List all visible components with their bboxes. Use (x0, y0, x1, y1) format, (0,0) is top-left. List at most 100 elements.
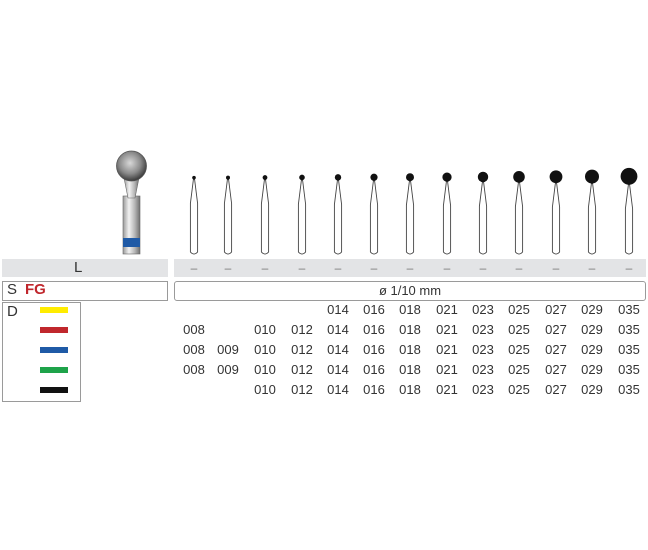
diameter-cell: 016 (363, 382, 385, 397)
grit-swatch-yellow (40, 307, 68, 313)
diameter-cell: 021 (436, 382, 458, 397)
diameter-cell: 012 (291, 382, 313, 397)
diameter-cell: 021 (436, 342, 458, 357)
length-value-014: – (334, 261, 342, 275)
diameter-cell: 018 (399, 322, 421, 337)
diameter-cell: 016 (363, 362, 385, 377)
diameter-cell: 008 (183, 362, 205, 377)
length-value-021: – (443, 261, 451, 275)
diameter-cell: 012 (291, 322, 313, 337)
diameter-unit-label: ø 1/10 mm (378, 283, 442, 298)
length-value-018: – (406, 261, 414, 275)
diameter-cell: 029 (581, 322, 603, 337)
bur-silhouette-029 (585, 169, 599, 255)
diameter-cell: 008 (183, 342, 205, 357)
diameter-cell: 023 (472, 382, 494, 397)
diameter-cell: 010 (254, 382, 276, 397)
diameter-cell: 023 (472, 342, 494, 357)
bur-silhouette-008 (189, 175, 199, 255)
diameter-cell: 023 (472, 362, 494, 377)
diameter-cell: 014 (327, 382, 349, 397)
diameter-cell: 014 (327, 342, 349, 357)
diameter-cell: 021 (436, 302, 458, 317)
diameter-cell: 014 (327, 302, 349, 317)
length-value-029: – (588, 261, 596, 275)
diameter-cell: 029 (581, 382, 603, 397)
bur-silhouette-023 (477, 171, 489, 255)
length-label-bar (2, 259, 168, 277)
length-value-023: – (479, 261, 487, 275)
diameter-cell: 018 (399, 362, 421, 377)
diameter-cell: 016 (363, 322, 385, 337)
bur-silhouette-035 (620, 167, 638, 255)
diameter-cell: 018 (399, 342, 421, 357)
diameter-cell: 027 (545, 342, 567, 357)
diameter-cell: 027 (545, 322, 567, 337)
bur-silhouette-021 (442, 172, 452, 255)
diameter-cell: 023 (472, 302, 494, 317)
shank-label-fg: FG (25, 281, 46, 298)
diameter-cell: 027 (545, 362, 567, 377)
length-value-016: – (370, 261, 378, 275)
shank-type-box (2, 281, 168, 301)
bur-illustration (116, 150, 638, 255)
bur-size-silhouettes (189, 167, 638, 255)
diamond-bur-photo (116, 150, 147, 255)
grit-swatch-blue (40, 347, 68, 353)
diameter-cell: 025 (508, 382, 530, 397)
diameter-cell: 012 (291, 342, 313, 357)
diameter-unit-box (174, 281, 646, 301)
diameter-cell: 014 (327, 362, 349, 377)
length-value-035: – (625, 261, 633, 275)
bur-silhouette-018 (405, 173, 415, 255)
bur-silhouette-009 (223, 175, 233, 255)
diameter-cell: 012 (291, 362, 313, 377)
diameter-cell: 018 (399, 302, 421, 317)
length-value-025: – (515, 261, 523, 275)
diameter-cell: 018 (399, 382, 421, 397)
bur-silhouette-014 (333, 174, 343, 255)
diameter-cell: 029 (581, 302, 603, 317)
diameter-cell: 021 (436, 362, 458, 377)
diameter-cell: 025 (508, 362, 530, 377)
diameter-cell: 027 (545, 302, 567, 317)
diameter-cell: 035 (618, 302, 640, 317)
diameter-cell: 025 (508, 342, 530, 357)
grit-swatch-red (40, 327, 68, 333)
diameter-cell: 016 (363, 302, 385, 317)
diameter-cell: 025 (508, 302, 530, 317)
length-value-009: – (224, 261, 232, 275)
diameter-cell: 035 (618, 382, 640, 397)
bur-silhouette-016 (369, 173, 379, 255)
diameter-cell: 008 (183, 322, 205, 337)
length-value-012: – (298, 261, 306, 275)
length-label: L (74, 259, 83, 276)
diameter-cell: 016 (363, 342, 385, 357)
diameter-cell: 014 (327, 322, 349, 337)
bur-silhouette-012 (297, 174, 307, 255)
length-value-010: – (261, 261, 269, 275)
grit-color-ring (123, 238, 140, 247)
diameter-cell: 010 (254, 342, 276, 357)
length-values-bar (174, 259, 646, 277)
diameter-cell: 027 (545, 382, 567, 397)
diameter-cell: 021 (436, 322, 458, 337)
grit-swatch-green (40, 367, 68, 373)
diameter-cell: 029 (581, 342, 603, 357)
grit-swatch-black (40, 387, 68, 393)
grit-legend-label: D (7, 303, 18, 320)
diameter-cell: 035 (618, 342, 640, 357)
shank-label-s: S (7, 281, 18, 298)
diameter-cell: 025 (508, 322, 530, 337)
diameter-cell: 023 (472, 322, 494, 337)
grit-legend-box (2, 302, 81, 402)
diameter-cell: 010 (254, 322, 276, 337)
diameter-cell: 029 (581, 362, 603, 377)
diameter-cell: 035 (618, 362, 640, 377)
length-value-008: – (190, 261, 198, 275)
length-value-027: – (552, 261, 560, 275)
diameter-cell: 009 (217, 342, 239, 357)
bur-silhouette-025 (513, 171, 525, 255)
diameter-cell: 009 (217, 362, 239, 377)
bur-silhouette-027 (549, 170, 563, 255)
